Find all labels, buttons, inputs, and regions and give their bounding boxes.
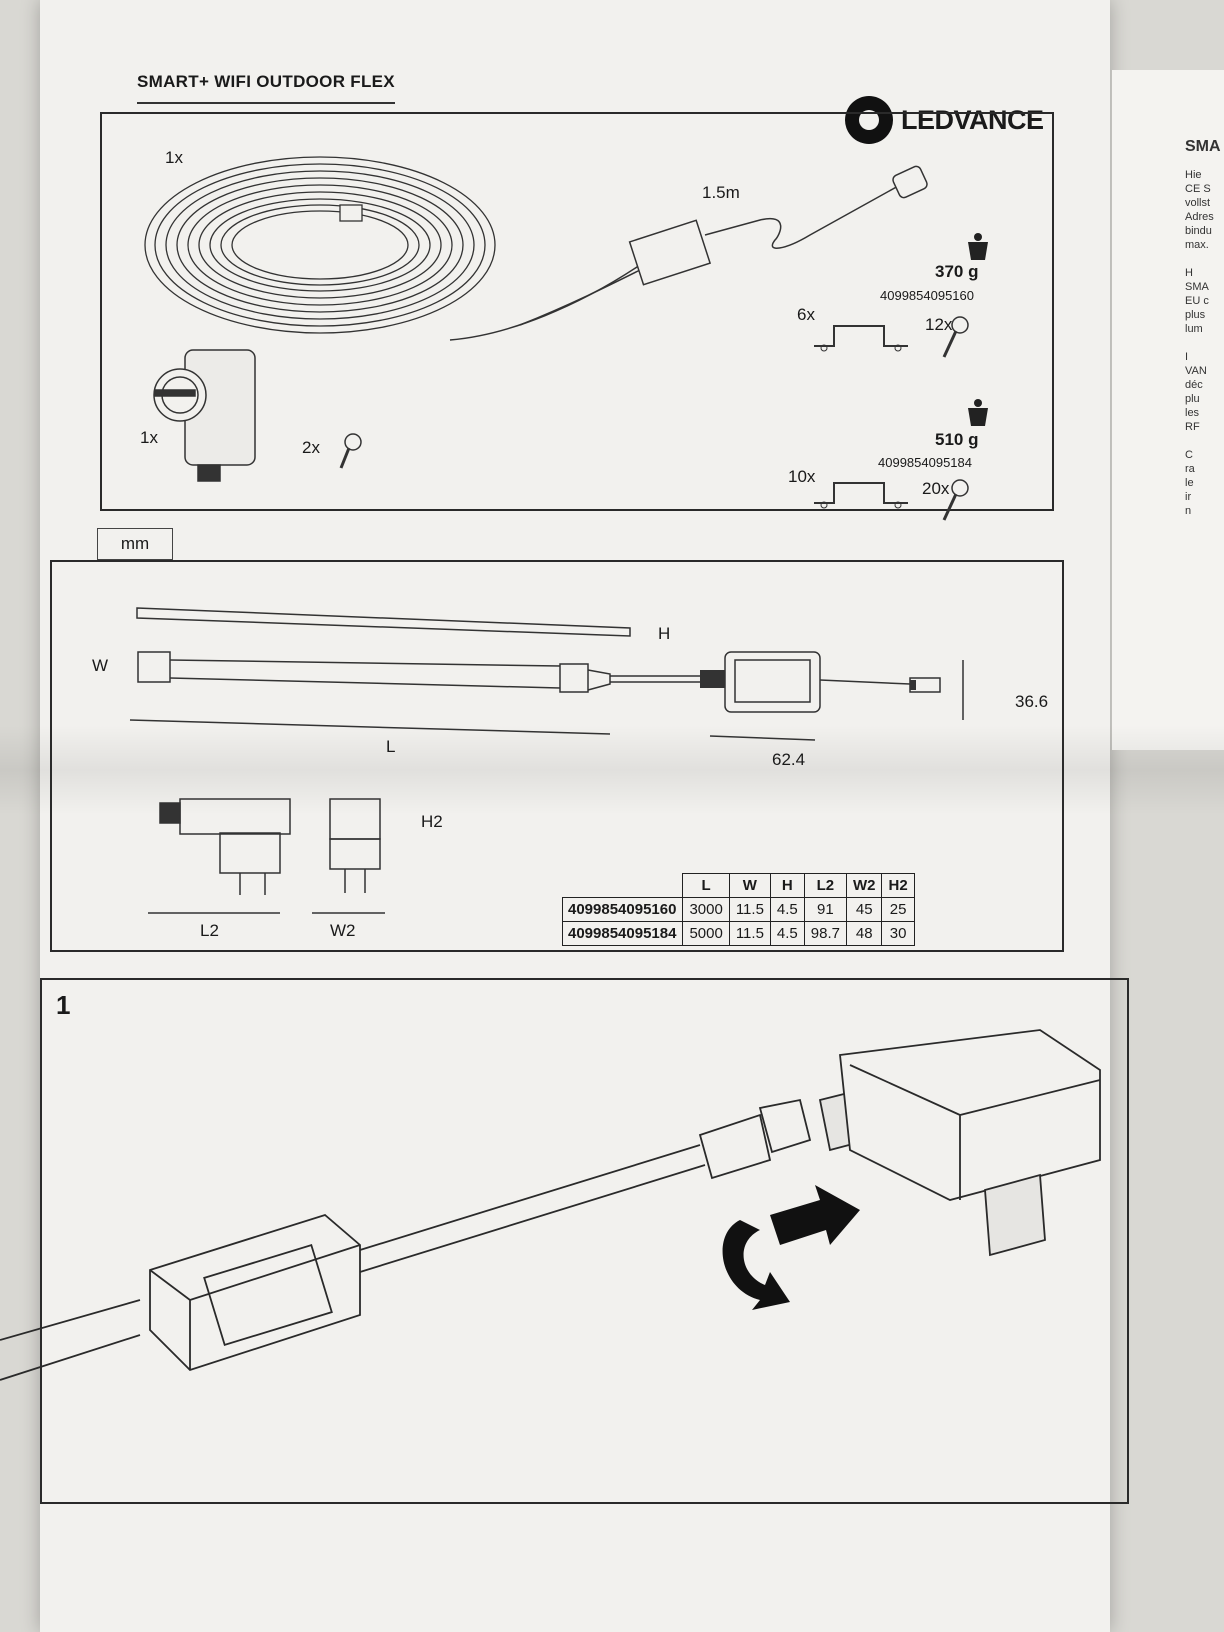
adjacent-line: max.	[1185, 239, 1209, 251]
strip-dimension-drawing	[129, 607, 964, 741]
clips-quantity-b: 10x	[788, 467, 816, 486]
paper-fold	[0, 725, 1224, 815]
adjacent-page-text: SMA Hie CE S vollst Adres bindu max. H S…	[1185, 140, 1224, 518]
adjacent-page-title: SMA	[1185, 140, 1221, 155]
product-title: SMART+ WIFI OUTDOOR FLEX	[137, 72, 395, 104]
adjacent-line: SMA	[1185, 281, 1209, 293]
controller-cable-illustration	[449, 165, 928, 341]
adapter-quantity: 1x	[140, 428, 158, 447]
step-panel	[40, 978, 1129, 1504]
led-strip-coil-illustration	[144, 156, 496, 334]
weight-icon	[968, 233, 988, 260]
power-adapter-illustration	[153, 349, 256, 482]
row-ean: 4099854095184	[561, 921, 684, 946]
step-number: 1	[56, 990, 71, 1020]
adapter-dimension-drawing	[148, 798, 385, 914]
clips-quantity-a: 6x	[797, 305, 815, 324]
table-cell: 4.5	[769, 921, 805, 946]
screw-icon	[942, 479, 969, 521]
adjacent-line: I	[1185, 351, 1189, 363]
table-cell: 48	[845, 921, 883, 946]
weight-icon	[968, 399, 988, 426]
adjacent-line: vollst	[1185, 197, 1211, 209]
adjacent-line: déc	[1185, 379, 1203, 391]
adjacent-line: plus	[1185, 309, 1206, 321]
mounting-clip-icon	[814, 325, 908, 352]
adjacent-line: CE S	[1185, 183, 1211, 195]
table-cell: 25	[881, 897, 915, 922]
table-cell: 30	[881, 921, 915, 946]
dimension-label-w2: W2	[330, 921, 356, 940]
dimension-label-l: L	[386, 737, 396, 756]
screws-quantity-a: 12x	[925, 315, 953, 334]
adjacent-line: ra	[1185, 463, 1195, 475]
table-row: 4099854095160 3000 11.5 4.5 91 45 25	[561, 897, 915, 922]
adjacent-line: le	[1185, 477, 1194, 489]
brand-logo: LEDVANCE	[845, 96, 1044, 144]
screws-quantity-b: 20x	[922, 479, 950, 498]
adjacent-line: plu	[1185, 393, 1200, 405]
ledvance-logo-icon	[845, 96, 893, 144]
dimension-label-h: H	[658, 624, 671, 643]
column-header: W2	[845, 873, 883, 898]
adjacent-line: H	[1185, 267, 1193, 279]
column-header: H	[769, 873, 805, 898]
controller-height-label: 36.6	[1015, 692, 1049, 711]
adjacent-line: RF	[1185, 421, 1200, 433]
ean-variant-a: 4099854095160	[880, 288, 974, 303]
adjacent-line: Adres	[1185, 211, 1214, 223]
adjacent-line: les	[1185, 407, 1200, 419]
weight-variant-b: 510 g	[935, 430, 979, 449]
adjacent-line: C	[1185, 449, 1193, 461]
cable-length-label: 1.5m	[702, 183, 740, 202]
table-cell: 4.5	[769, 897, 805, 922]
unit-label: mm	[97, 528, 173, 560]
ean-variant-b: 4099854095184	[878, 455, 972, 470]
small-screw-quantity: 2x	[302, 438, 320, 457]
brand-name: LEDVANCE	[901, 104, 1044, 135]
adjacent-line: n	[1185, 505, 1192, 517]
column-header: L	[682, 873, 730, 898]
column-header: L2	[803, 873, 847, 898]
table-cell: 5000	[682, 921, 730, 946]
dimensions-panel	[50, 560, 1064, 952]
controller-width-label: 62.4	[772, 750, 806, 769]
table-row: 4099854095184 5000 11.5 4.5 98.7 48 30	[561, 921, 915, 946]
screw-icon	[339, 433, 362, 469]
dimension-label-l2: L2	[200, 921, 219, 940]
table-header-row: L W H L2 W2 H2	[563, 873, 915, 898]
dimension-label-w: W	[92, 656, 109, 675]
adjacent-line: EU c	[1185, 295, 1209, 307]
table-cell: 3000	[682, 897, 730, 922]
table-cell: 11.5	[728, 921, 771, 946]
step-1-connection-illustration	[0, 1029, 1101, 1381]
strip-quantity: 1x	[165, 148, 183, 167]
column-header: W	[728, 873, 771, 898]
adjacent-line: bindu	[1185, 225, 1212, 237]
table-cell: 98.7	[803, 921, 847, 946]
adjacent-page	[1112, 70, 1224, 750]
table-cell: 91	[803, 897, 847, 922]
row-ean: 4099854095160	[561, 897, 684, 922]
dimension-label-h2: H2	[421, 812, 443, 831]
contents-panel	[100, 112, 1054, 511]
adjacent-line: VAN	[1185, 365, 1207, 377]
column-header: H2	[881, 873, 915, 898]
adjacent-line: ir	[1185, 491, 1192, 503]
mounting-clip-icon	[814, 482, 908, 509]
table-cell: 45	[845, 897, 883, 922]
screw-icon	[942, 316, 969, 358]
table-cell: 11.5	[728, 897, 771, 922]
adjacent-line: lum	[1185, 323, 1203, 335]
dimensions-table: L W H L2 W2 H2 4099854095160 3000 11.5 4…	[561, 873, 915, 946]
weight-variant-a: 370 g	[935, 262, 979, 281]
adjacent-line: Hie	[1185, 169, 1202, 181]
